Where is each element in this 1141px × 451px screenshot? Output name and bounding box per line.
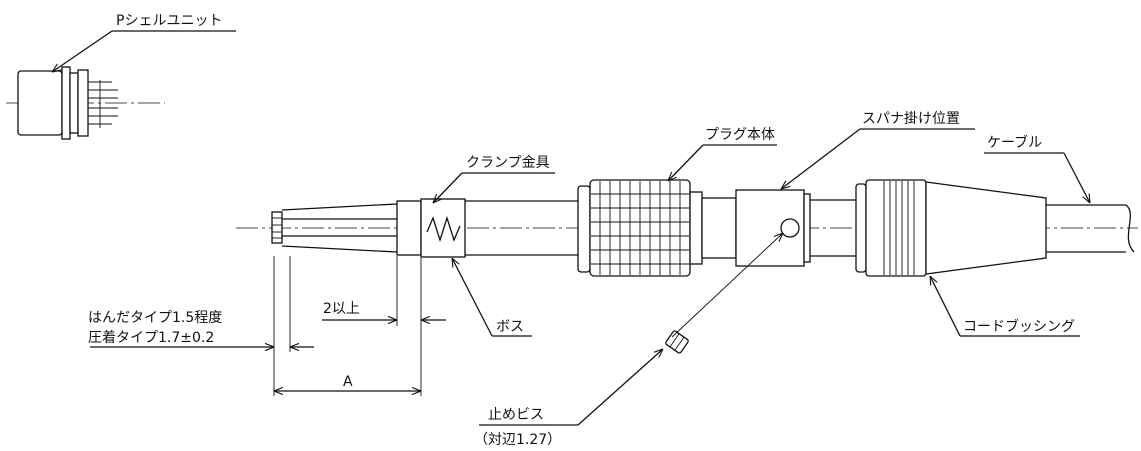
solder-type-dimension: はんだタイプ1.5程度 (88, 310, 222, 326)
cable-wires (271, 203, 398, 253)
spanner-position-leader (781, 128, 975, 189)
cord-bushing-leader (930, 276, 1080, 337)
min-2-dimension-label: 2以上 (323, 301, 360, 317)
clamp-fitting-label: クランプ金具 (466, 155, 550, 171)
cord-bushing (855, 179, 1047, 277)
plug-body-label: プラグ本体 (705, 127, 775, 143)
min-2-dimension (322, 256, 446, 396)
set-screw-label: 止めビス (488, 407, 544, 423)
p-shell-unit-label: Pシェルユニット (116, 13, 222, 29)
boss-leader (452, 258, 532, 337)
set-screw-part (665, 330, 689, 354)
cord-bushing-label: コードブッシング (963, 318, 1075, 335)
spanner-position-label: スパナ掛け位置 (862, 111, 960, 127)
cable-label: ケーブル (987, 134, 1042, 151)
p-shell-unit-leader (52, 30, 236, 72)
cable-leader (984, 152, 1090, 203)
cable (1046, 204, 1135, 253)
plug-body (577, 179, 737, 277)
plug-body-leader (668, 144, 777, 181)
p-shell-unit-part (6, 66, 165, 140)
boss-label: ボス (496, 319, 524, 335)
set-screw-axis (671, 233, 783, 338)
clamp-fitting (396, 198, 582, 258)
across-flats-label: （対辺1.27） (474, 432, 561, 448)
set-screw-leader (479, 349, 663, 426)
crimp-type-dimension: 圧着タイプ1.7±0.2 (88, 330, 214, 346)
spanner-section (735, 189, 858, 267)
clamp-fitting-leader (433, 172, 555, 203)
a-dimension-label: A (343, 374, 353, 390)
set-screw-hole (780, 218, 800, 238)
strip-length-dimension (90, 256, 314, 396)
